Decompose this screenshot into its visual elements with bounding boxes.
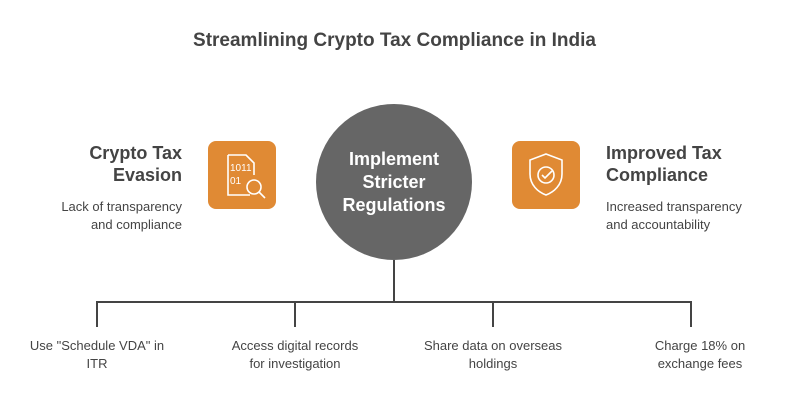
- connector-drop: [492, 301, 494, 327]
- left-title-line: Evasion: [112, 165, 182, 185]
- left-title-line: Crypto Tax: [89, 143, 182, 163]
- right-title-line: Improved Tax: [606, 143, 722, 163]
- left-description: Lack of transparency and compliance: [61, 198, 182, 234]
- connector-drop: [690, 301, 692, 327]
- left-title: Crypto Tax Evasion: [89, 142, 182, 186]
- leaf-node: Access digital records for investigation: [210, 337, 380, 373]
- connector-drop: [294, 301, 296, 327]
- leaf-node: Use "Schedule VDA" in ITR: [12, 337, 182, 373]
- leaf-node: Charge 18% on exchange fees: [615, 337, 785, 373]
- center-node: Implement Stricter Regulations: [316, 104, 472, 260]
- leaf-line: Use "Schedule VDA" in: [29, 338, 165, 353]
- center-line: Regulations: [342, 194, 446, 215]
- leaf-line: Charge 18% on: [654, 338, 746, 353]
- right-desc-line: Increased transparency: [606, 199, 742, 214]
- left-desc-line: Lack of transparency: [61, 199, 182, 214]
- right-title-line: Compliance: [606, 165, 709, 185]
- center-line: Implement: [348, 148, 439, 169]
- center-line: Stricter: [362, 171, 426, 192]
- right-title: Improved Tax Compliance: [606, 142, 722, 186]
- svg-text:01: 01: [230, 176, 242, 187]
- connector-drop: [96, 301, 98, 327]
- right-description: Increased transparency and accountabilit…: [606, 198, 742, 234]
- leaf-line: holdings: [468, 356, 518, 371]
- right-desc-line: and accountability: [606, 217, 711, 232]
- svg-text:1011: 1011: [230, 163, 252, 174]
- leaf-line: Share data on overseas: [423, 338, 563, 353]
- leaf-node: Share data on overseas holdings: [408, 337, 578, 373]
- diagram-title: Streamlining Crypto Tax Compliance in In…: [193, 30, 596, 51]
- leaf-line: ITR: [86, 356, 108, 371]
- connector-bar: [96, 301, 692, 303]
- leaf-line: for investigation: [249, 356, 341, 371]
- leaf-line: Access digital records: [231, 338, 359, 353]
- binary-search-icon: 1011 01: [208, 141, 276, 209]
- leaf-line: exchange fees: [657, 356, 743, 371]
- connector-trunk: [393, 260, 395, 302]
- shield-check-icon: [512, 141, 580, 209]
- left-desc-line: and compliance: [90, 217, 182, 232]
